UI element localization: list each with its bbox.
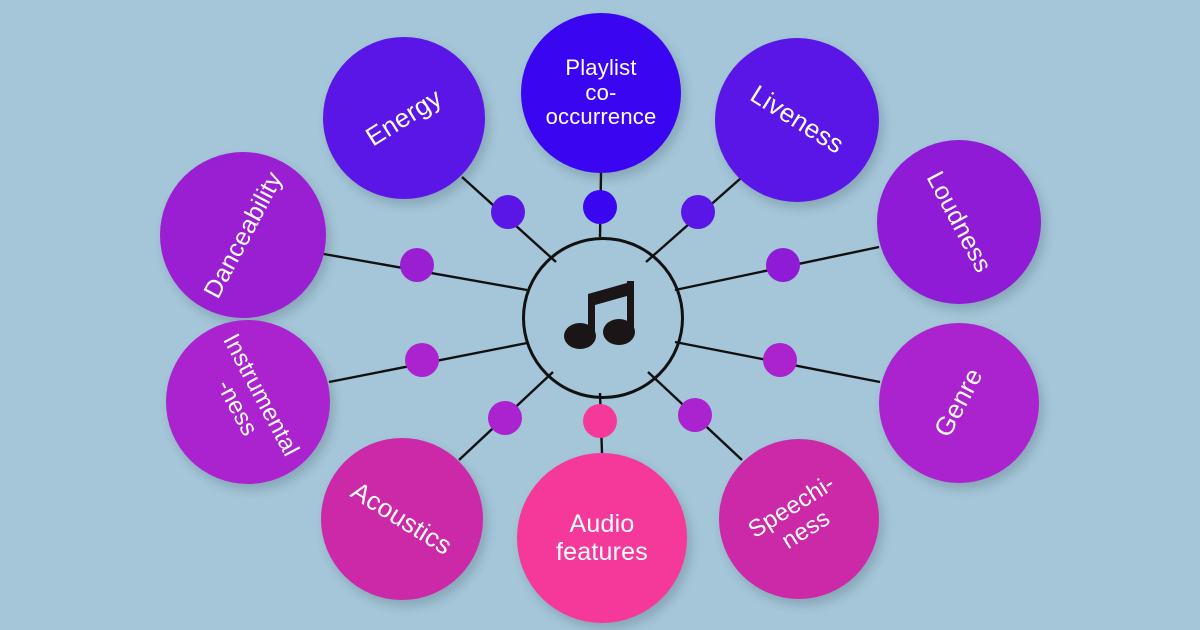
node-instrumentalness[interactable]: Instrumental -ness: [166, 320, 330, 484]
node-label-acoustics: Acoustics: [346, 475, 459, 562]
connector-dot-loudness[interactable]: [766, 248, 800, 282]
node-label-loudness: Loudness: [920, 166, 998, 278]
node-audio-features[interactable]: Audio features: [517, 453, 687, 623]
node-label-liveness: Liveness: [745, 79, 850, 160]
connector-dot-acoustics[interactable]: [488, 401, 522, 435]
connector-dot-genre[interactable]: [763, 343, 797, 377]
node-danceability[interactable]: Danceability: [160, 152, 326, 318]
node-label-energy: Energy: [360, 82, 448, 153]
node-label-playlist-co-occurrence: Playlist co- occurrence: [545, 55, 657, 130]
node-speechiness[interactable]: Speechi- ness: [719, 439, 879, 599]
node-genre[interactable]: Genre: [879, 323, 1039, 483]
node-label-genre: Genre: [928, 363, 989, 443]
connector-dot-playlist-co-occurrence[interactable]: [583, 190, 617, 224]
node-label-instrumentalness: Instrumental -ness: [211, 329, 305, 461]
node-label-danceability: Danceability: [198, 167, 288, 303]
music-note-icon: [562, 272, 644, 364]
hub-music-node[interactable]: [522, 237, 684, 399]
connector-dot-danceability[interactable]: [400, 248, 434, 282]
node-label-speechiness: Speechi- ness: [743, 469, 840, 555]
connector-dot-liveness[interactable]: [681, 195, 715, 229]
connector-dot-energy[interactable]: [491, 195, 525, 229]
connector-dot-speechiness[interactable]: [678, 398, 712, 432]
node-label-audio-features: Audio features: [556, 510, 648, 566]
connector-dot-audio-features[interactable]: [583, 404, 617, 438]
connector-dot-instrumentalness[interactable]: [405, 343, 439, 377]
node-energy[interactable]: Energy: [323, 37, 485, 199]
node-playlist-co-occurrence[interactable]: Playlist co- occurrence: [521, 13, 681, 173]
node-acoustics[interactable]: Acoustics: [321, 438, 483, 600]
node-loudness[interactable]: Loudness: [877, 140, 1041, 304]
node-liveness[interactable]: Liveness: [715, 38, 879, 202]
